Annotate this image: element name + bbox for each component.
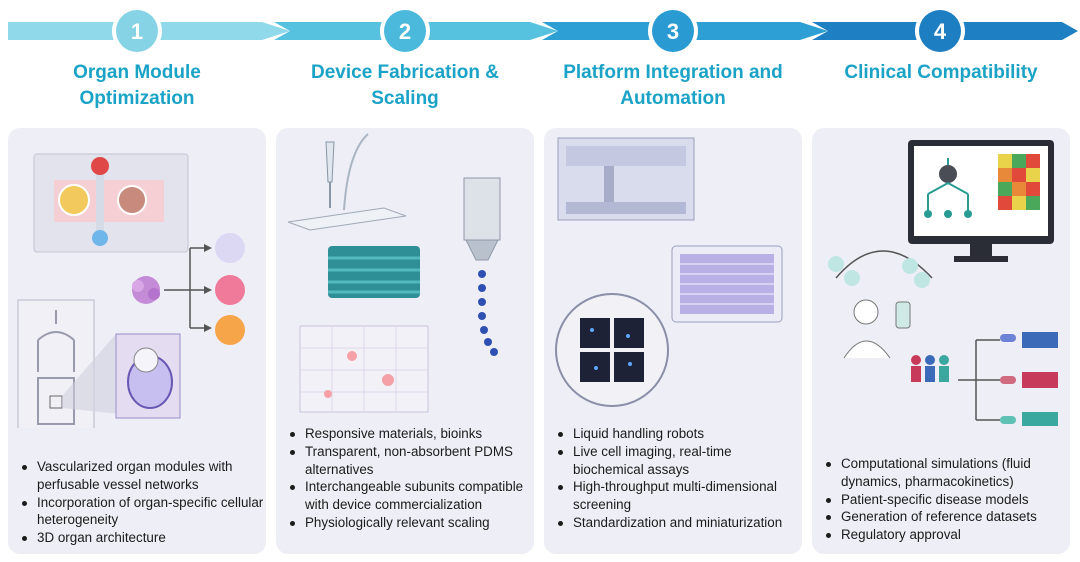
bullet-item: Patient-specific disease models: [822, 491, 1068, 509]
panel-platform-integration: Liquid handling robots Live cell imaging…: [544, 128, 802, 554]
step-number-1: 1: [131, 19, 143, 44]
bullet-list-organ-module: Vascularized organ modules with perfusab…: [18, 458, 264, 547]
bullet-item: Vascularized organ modules with perfusab…: [18, 458, 264, 494]
step-circle-1: [112, 6, 162, 56]
step-number-3: 3: [667, 19, 679, 44]
cell-differentiation-icon: [132, 233, 245, 345]
bullet-list-clinical-compatibility: Computational simulations (fluid dynamic…: [822, 455, 1068, 544]
bullet-item: Regulatory approval: [822, 526, 1068, 544]
liquid-handling-robot-icon: [557, 137, 695, 221]
device-fabrication-illustration: [287, 133, 501, 413]
organ-chip-icon: [33, 153, 189, 253]
step-circle-3: [648, 6, 698, 56]
bullet-item: Live cell imaging, real-time biochemical…: [554, 443, 800, 479]
bullet-list-device-fabrication: Responsive materials, bioinks Transparen…: [286, 425, 532, 532]
patient-cohort-icon: [911, 332, 1058, 426]
platform-integration-illustration: [555, 137, 783, 407]
computer-monitor-icon: [908, 140, 1054, 262]
imaging-dish-icon: [555, 293, 669, 407]
organ-module-illustration: [17, 153, 245, 428]
bullet-item: Responsive materials, bioinks: [286, 425, 532, 443]
bullet-item: Generation of reference datasets: [822, 508, 1068, 526]
step-number-2: 2: [399, 19, 411, 44]
bullet-item: Transparent, non-absorbent PDMS alternat…: [286, 443, 532, 479]
bullet-item: Computational simulations (fluid dynamic…: [822, 455, 1068, 491]
step-title-3: Platform Integration and Automation: [563, 62, 783, 109]
well-plate-icon: [671, 245, 783, 323]
clinical-compatibility-illustration: [828, 140, 1058, 426]
extrusion-nozzle-icon: [463, 177, 501, 356]
bullet-item: Physiologically relevant scaling: [286, 514, 532, 532]
bullet-item: 3D organ architecture: [18, 529, 264, 547]
microfluidic-chip-icon: [17, 299, 181, 428]
step-title-1: Organ Module Optimization: [73, 62, 201, 109]
bullet-item: High-throughput multi-dimensional screen…: [554, 478, 800, 514]
bullet-item: Interchangeable subunits compatible with…: [286, 478, 532, 514]
step-title-4: Clinical Compatibility: [844, 62, 1038, 83]
hydrogel-cube-icon: [299, 325, 429, 413]
progress-arrow-row: 1 2 3 4: [8, 6, 1078, 56]
panel-organ-module: Vascularized organ modules with perfusab…: [8, 128, 266, 554]
patient-treatment-cycle-icon: [828, 250, 933, 359]
step-circle-2: [380, 6, 430, 56]
step-number-4: 4: [934, 19, 947, 44]
bullet-list-platform-integration: Liquid handling robots Live cell imaging…: [554, 425, 800, 532]
scaffold-lattice-icon: [328, 246, 420, 298]
bullet-item: Standardization and miniaturization: [554, 514, 800, 532]
bullet-item: Incorporation of organ-specific cellular…: [18, 494, 264, 530]
panel-clinical-compatibility: Computational simulations (fluid dynamic…: [812, 128, 1070, 554]
step-circle-4: [915, 6, 965, 56]
bullet-item: Liquid handling robots: [554, 425, 800, 443]
panel-device-fabrication: Responsive materials, bioinks Transparen…: [276, 128, 534, 554]
bioprinter-nozzle-icon: [287, 133, 407, 231]
step-title-2: Device Fabrication & Scaling: [311, 62, 499, 109]
